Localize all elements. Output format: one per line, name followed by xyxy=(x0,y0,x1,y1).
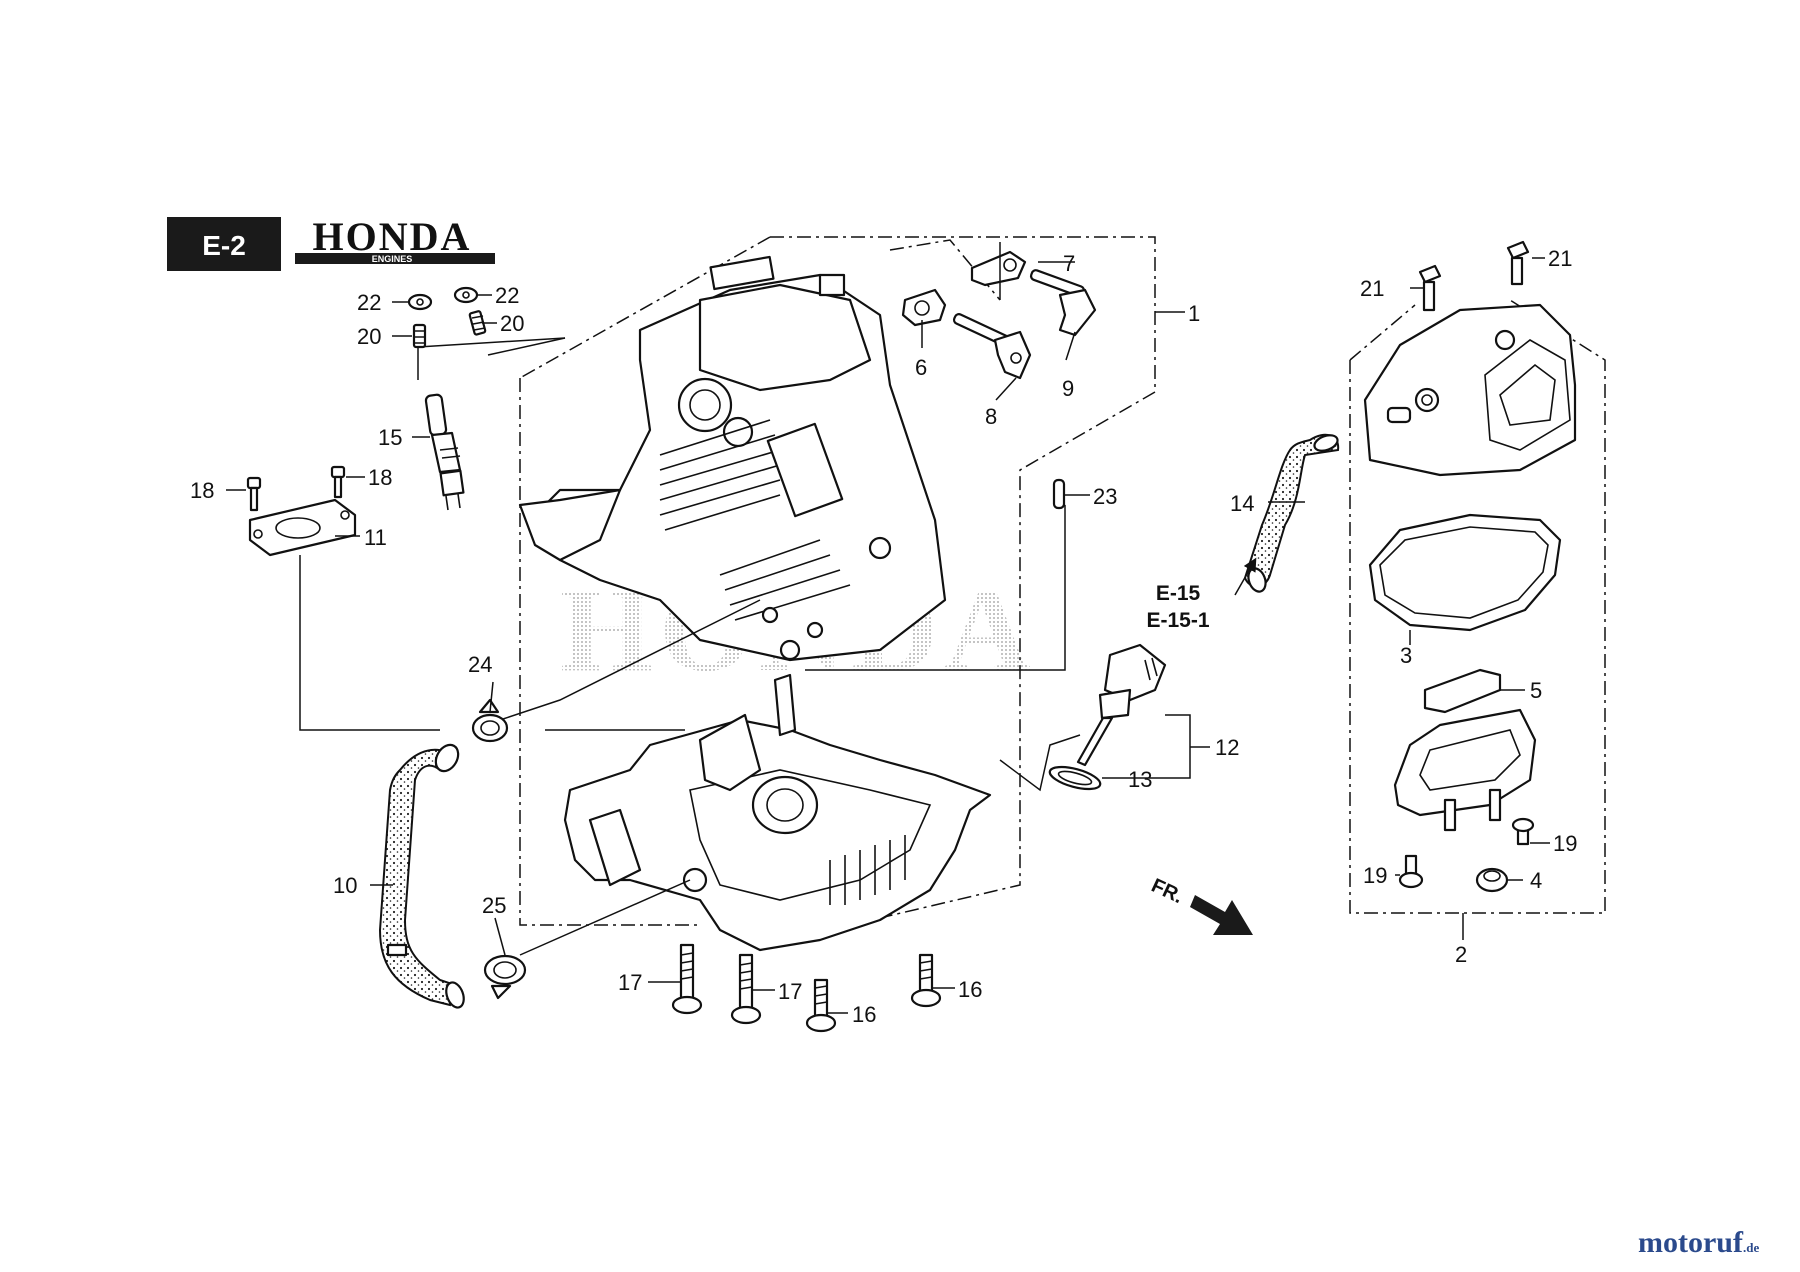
oil-dipstick xyxy=(1076,643,1167,767)
callout-5: 5 xyxy=(1530,678,1542,703)
callout-9: 9 xyxy=(1062,376,1074,401)
callout-12: 12 xyxy=(1215,735,1239,760)
callout-leaders xyxy=(226,257,1550,1014)
assembly-frame-2 xyxy=(1349,299,1606,914)
reference-e15: E-15 xyxy=(1156,582,1201,605)
bolt-18a xyxy=(246,476,262,512)
rocker-shaft-8 xyxy=(952,313,1032,380)
rubber-block-5 xyxy=(1423,668,1502,714)
section-code: E-2 xyxy=(202,230,246,261)
section-badge: E-2 xyxy=(167,217,281,271)
callout-10: 10 xyxy=(333,873,357,898)
callout-1: 1 xyxy=(1188,301,1200,326)
bracket-12 xyxy=(1160,714,1191,779)
callout-19a: 19 xyxy=(1363,863,1387,888)
crankcase xyxy=(563,673,992,952)
brand-subtitle: ENGINES xyxy=(372,254,413,264)
site-logo-main: motoruf xyxy=(1638,1226,1744,1259)
front-direction-arrow: FR. xyxy=(1148,875,1253,935)
callout-20a: 20 xyxy=(357,324,381,349)
callout-4: 4 xyxy=(1530,868,1542,893)
stud-20a xyxy=(412,323,427,349)
hose-clamp-25 xyxy=(483,954,527,1000)
cylinder-block xyxy=(518,255,947,662)
site-logo: motoruf.de xyxy=(1638,1226,1759,1259)
grommet-4 xyxy=(1475,867,1509,893)
callout-23: 23 xyxy=(1093,484,1117,509)
breather-tube-14 xyxy=(1243,433,1340,593)
pin-23 xyxy=(1052,478,1066,510)
spark-plug xyxy=(424,393,465,511)
hose-clamp-24 xyxy=(471,698,509,743)
callout-7: 7 xyxy=(1063,251,1075,276)
leader-lines xyxy=(299,311,1464,956)
brand-name: HONDA xyxy=(313,214,472,259)
callout-11: 11 xyxy=(364,525,387,550)
cover-plate xyxy=(248,498,357,557)
bolt-19a xyxy=(1398,854,1424,889)
callout-18a: 18 xyxy=(190,478,214,503)
callout-22a: 22 xyxy=(357,290,381,315)
bolt-16b xyxy=(910,953,942,1008)
callout-17b: 17 xyxy=(778,979,802,1004)
callout-15: 15 xyxy=(378,425,402,450)
svg-text:motoruf.de: motoruf.de xyxy=(1638,1226,1759,1259)
bolt-21a xyxy=(1418,264,1442,312)
stud-20b xyxy=(468,310,487,336)
callout-14: 14 xyxy=(1230,491,1254,516)
callout-2: 2 xyxy=(1455,942,1467,967)
rocker-arm-7 xyxy=(970,250,1027,287)
callout-13: 13 xyxy=(1128,767,1152,792)
callout-16b: 16 xyxy=(958,977,982,1002)
front-label: FR. xyxy=(1148,875,1186,909)
callout-21a: 21 xyxy=(1360,276,1384,301)
callout-21b: 21 xyxy=(1548,246,1572,271)
site-logo-suffix: .de xyxy=(1743,1240,1759,1255)
callout-18b: 18 xyxy=(368,465,392,490)
bolt-18b xyxy=(330,465,346,499)
baffle-plate xyxy=(1393,708,1537,832)
honda-logo: HONDA ENGINES xyxy=(295,214,495,264)
bolt-17a xyxy=(671,943,703,1015)
breather-hose xyxy=(378,743,465,1009)
callout-24: 24 xyxy=(468,652,492,677)
callout-22b: 22 xyxy=(495,283,519,308)
callout-16a: 16 xyxy=(852,1002,876,1027)
head-cover xyxy=(1363,303,1577,477)
callout-3: 3 xyxy=(1400,643,1412,668)
callout-6: 6 xyxy=(915,355,927,380)
nut-22b xyxy=(453,286,479,304)
head-gasket-3 xyxy=(1368,513,1562,632)
callout-8: 8 xyxy=(985,404,997,429)
rocker-pivot-6 xyxy=(901,288,947,327)
bolt-19b xyxy=(1511,817,1535,846)
part-callouts: 1 2 3 4 5 6 7 8 9 10 11 12 13 14 15 16 1… xyxy=(190,246,1577,1027)
o-ring-13 xyxy=(1048,765,1102,791)
bolt-21b xyxy=(1506,240,1530,286)
bolt-17b xyxy=(730,953,762,1025)
bolt-16a xyxy=(805,978,837,1033)
reference-e15-1: E-15-1 xyxy=(1146,609,1209,632)
callout-17a: 17 xyxy=(618,970,642,995)
nut-22a xyxy=(407,293,433,311)
rocker-shaft-9 xyxy=(1029,269,1097,337)
callout-20b: 20 xyxy=(500,311,524,336)
callout-19b: 19 xyxy=(1553,831,1577,856)
callout-25: 25 xyxy=(482,893,506,918)
